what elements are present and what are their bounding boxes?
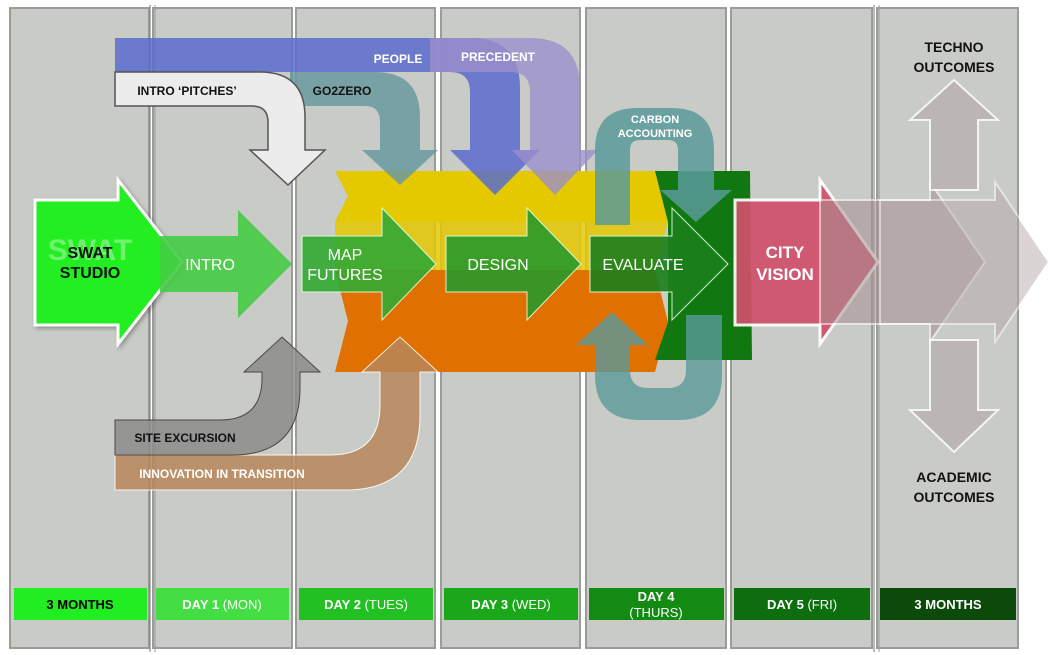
diagram-labels: SWAT SWAT STUDIO INTRO MAP FUTURES DESIG… xyxy=(48,39,995,505)
swat-logo-watermark: SWAT xyxy=(48,234,132,267)
input-arrows-bottom xyxy=(114,300,722,491)
timeline-cell-day-4 xyxy=(589,588,724,620)
swat-studio-arrow xyxy=(33,175,184,349)
yellow-band xyxy=(335,171,668,222)
precedent-label: PRECEDENT xyxy=(461,50,536,64)
carbon-loop-arrow xyxy=(576,300,722,420)
carbon-accounting-label-line1: CARBON xyxy=(631,114,679,126)
timeline-label-day-4-sub: (THURS) xyxy=(629,605,682,620)
map-futures-arrow xyxy=(301,206,437,322)
academic-down-arrow xyxy=(907,339,1001,454)
timeline-label-3-months-before: 3 MONTHS xyxy=(46,597,114,612)
techno-outcomes-label-line1: TECHNO xyxy=(924,39,983,55)
techno-up-arrow xyxy=(907,78,1001,191)
intro-label: INTRO xyxy=(185,257,235,274)
intro-pitches-label: INTRO ‘PITCHES’ xyxy=(137,84,236,98)
map-futures-label-line2: FUTURES xyxy=(307,267,383,284)
go2zero-label: GO2ZERO xyxy=(313,84,372,98)
people-label: PEOPLE xyxy=(374,52,423,66)
timeline-footer: 3 MONTHS DAY 1 (MON) DAY 2 (TUES) DAY 3 … xyxy=(14,588,1016,620)
column-day-5 xyxy=(730,7,873,649)
academic-outcomes-label-line2: OUTCOMES xyxy=(914,489,995,505)
go2zero-arrow xyxy=(290,72,438,185)
map-futures-label-line1: MAP xyxy=(328,247,363,264)
timeline-cell-day-1 xyxy=(156,588,289,620)
input-arrows-top xyxy=(114,38,732,225)
city-vision-label-line1: CITY xyxy=(766,243,805,262)
city-vision-label-line2: VISION xyxy=(756,265,814,284)
innovation-in-transition-label: INNOVATION IN TRANSITION xyxy=(139,467,305,481)
swat-label-line1: SWAT xyxy=(67,245,112,262)
timeline-label-day-4: DAY 4 xyxy=(638,589,676,604)
timeline-label-3-months-after: 3 MONTHS xyxy=(914,597,982,612)
techno-outcomes-label-line2: OUTCOMES xyxy=(914,59,995,75)
timeline-cell-day-2 xyxy=(299,588,433,620)
timeline-label-day-1: DAY 1 (MON) xyxy=(182,597,261,612)
timeline-label-day-2: DAY 2 (TUES) xyxy=(324,597,408,612)
intro-pitches-arrow xyxy=(114,71,327,187)
timeline-cell-3-months-after xyxy=(880,588,1016,620)
academic-outcomes-label-line1: ACADEMIC xyxy=(916,469,991,485)
evaluate-label: EVALUATE xyxy=(602,257,683,274)
precedent-arrow xyxy=(430,38,598,195)
outcome-arrow-2 xyxy=(879,178,1051,346)
carbon-accounting-arrow xyxy=(595,108,732,225)
site-excursion-label: SITE EXCURSION xyxy=(134,431,235,445)
timeline-cell-day-5 xyxy=(734,588,870,620)
evaluate-arrow xyxy=(589,206,729,322)
innovation-arrow xyxy=(114,336,440,491)
timeline-label-day-5: DAY 5 (FRI) xyxy=(767,597,837,612)
swat-label-line2: STUDIO xyxy=(60,265,120,282)
timeline-cell-day-3 xyxy=(444,588,578,620)
design-arrow xyxy=(445,206,582,322)
orange-band xyxy=(335,270,668,372)
carbon-accounting-label-line2: ACCOUNTING xyxy=(618,128,693,140)
timeline-cell-3-months-before xyxy=(14,588,147,620)
timeline-label-day-3: DAY 3 (WED) xyxy=(471,597,550,612)
outcome-arrows xyxy=(819,78,1051,454)
site-excursion-arrow xyxy=(114,336,322,456)
design-label: DESIGN xyxy=(467,257,528,274)
intro-arrow xyxy=(160,210,292,318)
